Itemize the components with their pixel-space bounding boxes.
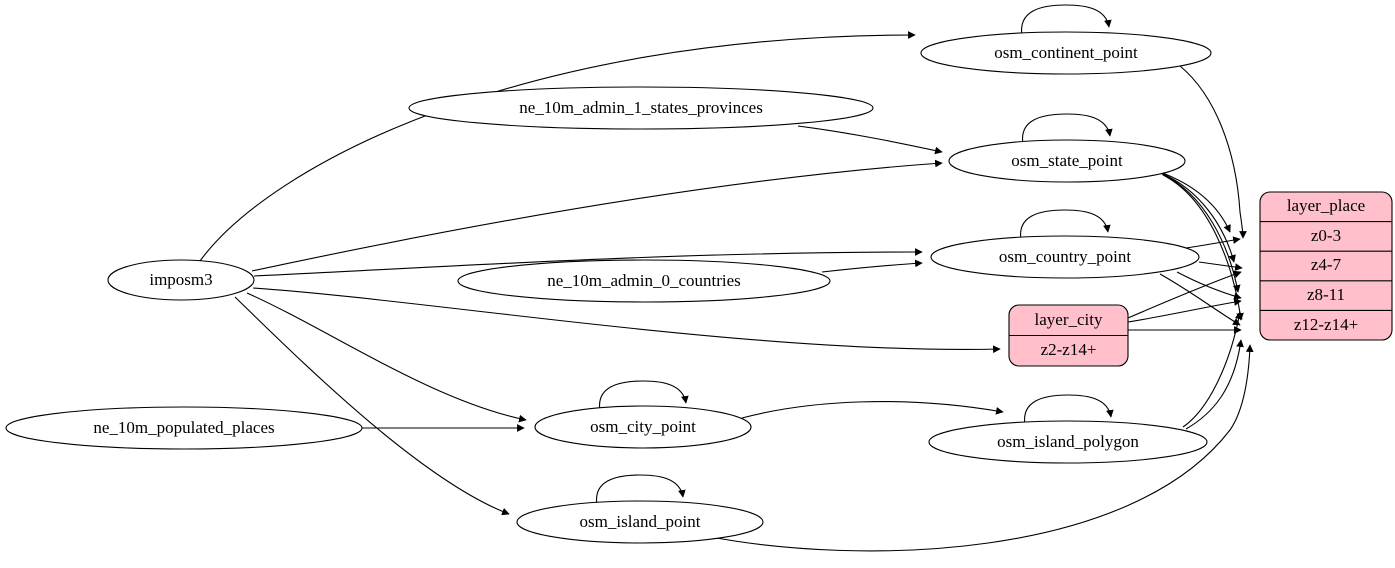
node-imposm3[interactable]: imposm3 bbox=[107, 259, 255, 301]
node-ne-states-label: ne_10m_admin_1_states_provinces bbox=[519, 98, 763, 117]
node-osm-island-point[interactable]: osm_island_point bbox=[516, 500, 764, 544]
node-layer-place-box[interactable] bbox=[1259, 191, 1393, 341]
edge-osm-state-point-to-layer-place-z0-3 bbox=[1159, 171, 1231, 233]
node-osm-continent-point-label: osm_continent_point bbox=[994, 43, 1138, 62]
node-osm-island-polygon[interactable]: osm_island_polygon bbox=[928, 420, 1208, 464]
edge-self-loop-osm-continent-point bbox=[1021, 4, 1112, 37]
edge-osm-state-point-to-layer-place-z8-11 bbox=[1161, 173, 1241, 293]
edge-self-loop-osm-city-point bbox=[599, 380, 689, 412]
edge-osm-country-point-to-layer-place-z12-z14 bbox=[1159, 273, 1241, 326]
node-osm-city-point[interactable]: osm_city_point bbox=[534, 405, 752, 449]
edge-layer-city-to-layer-place-z8-11 bbox=[1127, 298, 1242, 323]
edge-imposm3-to-osm-island-point bbox=[234, 296, 510, 516]
edge-osm-country-point-to-layer-place-z0-3 bbox=[1185, 236, 1241, 249]
edge-self-loop-osm-island-point bbox=[596, 474, 686, 506]
edge-osm-island-polygon-to-layer-place-z12-z14 bbox=[1185, 339, 1244, 430]
node-imposm3-shape[interactable] bbox=[107, 259, 255, 301]
node-osm-country-point[interactable]: osm_country_point bbox=[930, 235, 1200, 279]
node-ne-10m-admin-1-states-provinces[interactable]: ne_10m_admin_1_states_provinces bbox=[408, 86, 874, 130]
node-osm-state-point-shape[interactable] bbox=[948, 139, 1186, 183]
edge-self-loop-osm-country-point bbox=[1020, 209, 1111, 241]
edge-self-loop-osm-state-point bbox=[1022, 113, 1113, 145]
node-osm-island-polygon-label: osm_island_polygon bbox=[997, 432, 1139, 451]
node-layer-place-cell-title: layer_place bbox=[1287, 196, 1365, 215]
edge-imposm3-to-osm-continent-point bbox=[199, 31, 916, 262]
node-imposm3-label: imposm3 bbox=[149, 270, 212, 289]
record-node-layer: layer_city z2-z14+ layer_place z0-3 z4-7… bbox=[1008, 191, 1393, 367]
edge-osm-continent-point-to-layer-place-z0-3 bbox=[1179, 65, 1247, 239]
node-osm-state-point-label: osm_state_point bbox=[1011, 151, 1123, 170]
node-osm-country-point-shape[interactable] bbox=[930, 235, 1200, 279]
edge-imposm3-to-osm-city-point bbox=[246, 292, 527, 423]
node-osm-island-point-shape[interactable] bbox=[516, 500, 764, 544]
edge-layer bbox=[199, 4, 1254, 552]
edge-osm-country-point-to-layer-place-z8-11 bbox=[1176, 271, 1242, 300]
node-ne-places-shape[interactable] bbox=[5, 406, 363, 450]
node-layer-city-cell-z2-z14[interactable]: z2-z14+ bbox=[1041, 340, 1097, 359]
node-ne-countries-shape[interactable] bbox=[457, 259, 831, 303]
edge-layer-city-to-layer-place-z4-7 bbox=[1127, 270, 1242, 319]
node-osm-city-point-label: osm_city_point bbox=[590, 417, 696, 436]
node-osm-island-polygon-shape[interactable] bbox=[928, 420, 1208, 464]
node-ne-10m-admin-0-countries[interactable]: ne_10m_admin_0_countries bbox=[457, 259, 831, 303]
node-layer-city-cell-title: layer_city bbox=[1035, 310, 1103, 329]
edge-imposm3-to-osm-country-point bbox=[253, 248, 923, 277]
node-osm-continent-point-shape[interactable] bbox=[920, 31, 1212, 75]
node-layer-city[interactable]: layer_city z2-z14+ bbox=[1008, 304, 1129, 367]
edge-ne-states-to-osm-state-point bbox=[797, 125, 943, 155]
node-layer: imposm3 ne_10m_admin_1_states_provinces … bbox=[5, 31, 1212, 544]
node-layer-place-cell-z4-7[interactable]: z4-7 bbox=[1311, 255, 1342, 274]
edge-osm-country-point-to-layer-place-z4-7 bbox=[1198, 261, 1243, 271]
edge-osm-city-point-to-osm-island-polygon bbox=[741, 401, 1004, 419]
node-osm-state-point[interactable]: osm_state_point bbox=[948, 139, 1186, 183]
node-osm-city-point-shape[interactable] bbox=[534, 405, 752, 449]
edge-self-loop-osm-island-polygon bbox=[1024, 394, 1114, 426]
node-ne-places-label: ne_10m_populated_places bbox=[93, 418, 274, 437]
edge-osm-island-polygon-to-layer-place-z8-11 bbox=[1182, 311, 1243, 428]
node-layer-place-cell-z8-11[interactable]: z8-11 bbox=[1307, 285, 1345, 304]
node-layer-place-cell-z12-z14[interactable]: z12-z14+ bbox=[1294, 315, 1358, 334]
edge-osm-island-point-to-layer-place-z12-z14 bbox=[705, 344, 1254, 552]
node-layer-place-cell-z0-3[interactable]: z0-3 bbox=[1311, 226, 1341, 245]
edge-imposm3-to-layer-city bbox=[252, 287, 1001, 354]
node-ne-states-shape[interactable] bbox=[408, 86, 874, 130]
node-ne-countries-label: ne_10m_admin_0_countries bbox=[547, 271, 741, 290]
edge-ne-countries-to-osm-country-point bbox=[821, 259, 923, 273]
node-ne-10m-populated-places[interactable]: ne_10m_populated_places bbox=[5, 406, 363, 450]
node-osm-island-point-label: osm_island_point bbox=[580, 512, 701, 531]
node-layer-place[interactable]: layer_place z0-3 z4-7 z8-11 z12-z14+ bbox=[1259, 191, 1393, 341]
edge-imposm3-to-osm-state-point bbox=[251, 159, 943, 272]
node-osm-continent-point[interactable]: osm_continent_point bbox=[920, 31, 1212, 75]
node-osm-country-point-label: osm_country_point bbox=[999, 247, 1131, 266]
edge-osm-state-point-to-layer-place-z4-7 bbox=[1160, 172, 1236, 263]
